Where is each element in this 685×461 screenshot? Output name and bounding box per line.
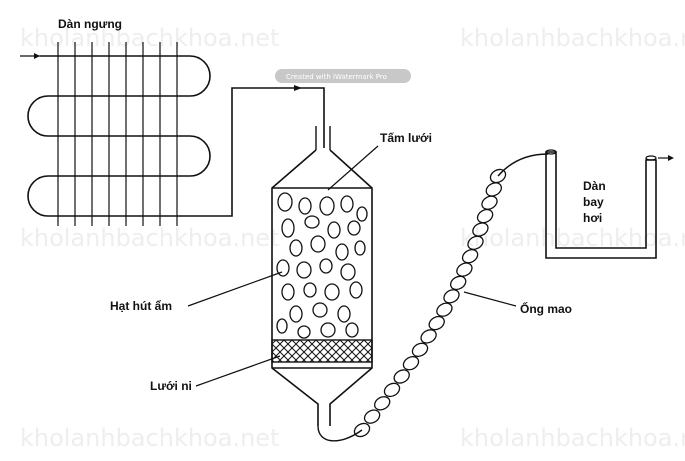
evaporator-outlet bbox=[645, 155, 657, 161]
capillary-coil-loop bbox=[420, 329, 437, 344]
capillary-coil-loop bbox=[436, 302, 453, 317]
evaporator-inlet bbox=[545, 149, 557, 155]
capillary-coil-loop bbox=[353, 422, 371, 438]
capillary-coil-loop bbox=[411, 342, 429, 358]
capillary-coil-loop bbox=[363, 409, 381, 424]
desiccant-label: Hạt hút ẩm bbox=[110, 299, 172, 313]
capillary-coil-loop bbox=[402, 355, 420, 371]
capillary-coil-loop bbox=[374, 396, 391, 411]
evaporator bbox=[545, 149, 674, 259]
capillary-coil-loop bbox=[393, 369, 410, 384]
capillary-coil-loop bbox=[485, 182, 502, 197]
outlet-arrow-icon bbox=[668, 155, 674, 161]
capillary-coil-loop bbox=[461, 248, 479, 264]
screen-label: Tấm lưới bbox=[380, 131, 432, 145]
watermark-text: kholanhbachkhoa.net bbox=[20, 224, 279, 252]
capillary-coil-loop bbox=[472, 222, 489, 237]
watermark-text: kholanhbachkhoa.net bbox=[460, 424, 685, 452]
inlet-arrow-icon bbox=[34, 53, 40, 59]
filter-drier bbox=[271, 126, 373, 426]
condenser-fins bbox=[57, 42, 178, 226]
capillary-coils bbox=[353, 168, 507, 438]
filter-mesh-leader-line bbox=[195, 355, 281, 387]
capillary-coil-loop bbox=[476, 208, 494, 224]
watermark-text: kholanhbachkhoa.net bbox=[460, 24, 685, 52]
filter-mesh bbox=[271, 339, 373, 363]
condenser-coil bbox=[20, 42, 325, 226]
evaporator-label-line1: Dàn bbox=[583, 179, 606, 193]
filter-mesh-label: Lưới ni bbox=[150, 379, 192, 393]
drier-body bbox=[271, 149, 373, 426]
badge-pill bbox=[275, 69, 411, 83]
badge-text: Created with iWatermark Pro bbox=[286, 73, 387, 81]
capillary-to-evaporator bbox=[497, 153, 549, 177]
capillary-tube bbox=[317, 153, 549, 442]
overlay-badge: Created with iWatermark Pro bbox=[275, 69, 411, 83]
capillary-coil-loop bbox=[428, 315, 445, 331]
watermark-text: kholanhbachkhoa.net bbox=[20, 424, 279, 452]
capillary-coil-loop bbox=[456, 262, 473, 277]
watermark-text: kholanhbachkhoa.net bbox=[20, 24, 279, 52]
capillary-coil-loop bbox=[489, 168, 507, 184]
capillary-leader-line bbox=[463, 291, 517, 307]
capillary-coil-loop bbox=[467, 235, 484, 251]
capillary-coil-loop bbox=[481, 195, 498, 210]
evaporator-label-line3: hơi bbox=[583, 211, 602, 225]
desiccant-beads bbox=[276, 192, 368, 339]
flow-arrow-icon bbox=[294, 85, 302, 91]
condenser-tube bbox=[27, 55, 325, 217]
capillary-coil-loop bbox=[443, 289, 460, 304]
watermark-layer: kholanhbachkhoa.net kholanhbachkhoa.net … bbox=[20, 24, 685, 452]
capillary-coil-loop bbox=[450, 275, 467, 291]
desiccant-leader-line bbox=[187, 271, 283, 307]
capillary-outlet bbox=[317, 425, 363, 442]
evaporator-tube bbox=[545, 151, 657, 259]
condenser-label: Dàn ngưng bbox=[58, 17, 122, 31]
capillary-label: Ống mao bbox=[520, 301, 572, 316]
screen-leader-line bbox=[327, 145, 379, 191]
evaporator-label-line2: bay bbox=[583, 195, 604, 209]
capillary-coil-loop bbox=[383, 382, 401, 398]
